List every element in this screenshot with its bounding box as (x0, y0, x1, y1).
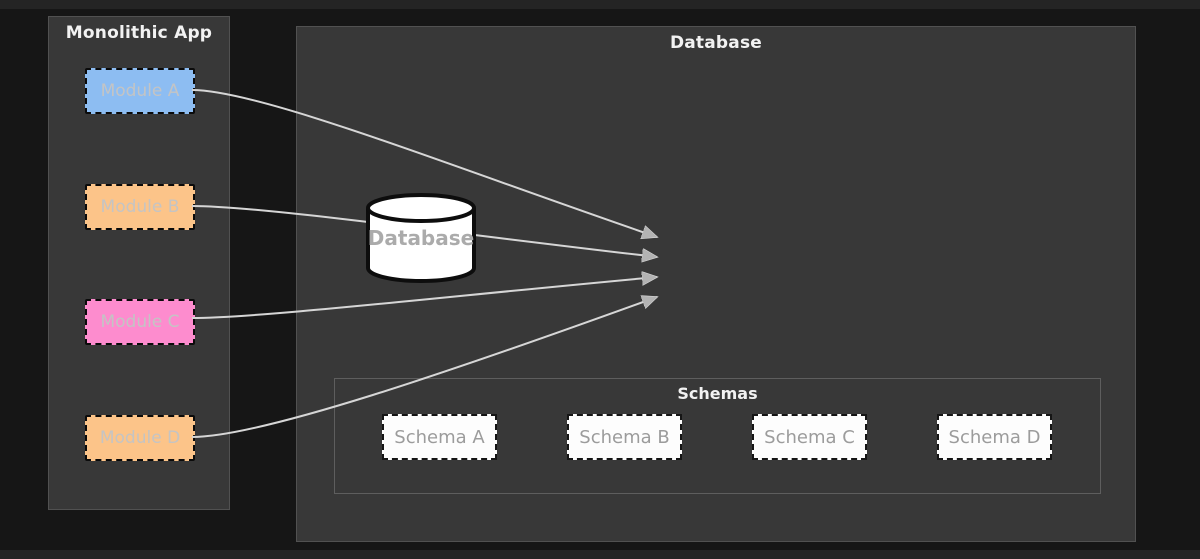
schema-node-a: Schema A (382, 414, 497, 460)
module-node-d: Module D (85, 415, 195, 461)
schemas-group: Schemas Schema A Schema B Schema C Schema D (334, 378, 1101, 494)
monolithic-app-panel: Monolithic App Module A Module B Module C M… (48, 16, 230, 510)
schema-node-b: Schema B (567, 414, 682, 460)
schema-node-c: Schema C (752, 414, 867, 460)
module-node-c: Module C (85, 299, 195, 345)
monolithic-app-title: Monolithic App (65, 23, 213, 43)
database-panel-title: Database (669, 33, 763, 53)
top-edge-band (0, 0, 1200, 9)
module-node-a: Module A (85, 68, 195, 114)
schemas-title: Schemas (677, 384, 758, 403)
database-cylinder-label: Database (367, 226, 475, 250)
module-node-b: Module B (85, 184, 195, 230)
schema-node-d: Schema D (937, 414, 1052, 460)
database-cylinder: Database (364, 190, 478, 286)
bottom-edge-band (0, 550, 1200, 559)
